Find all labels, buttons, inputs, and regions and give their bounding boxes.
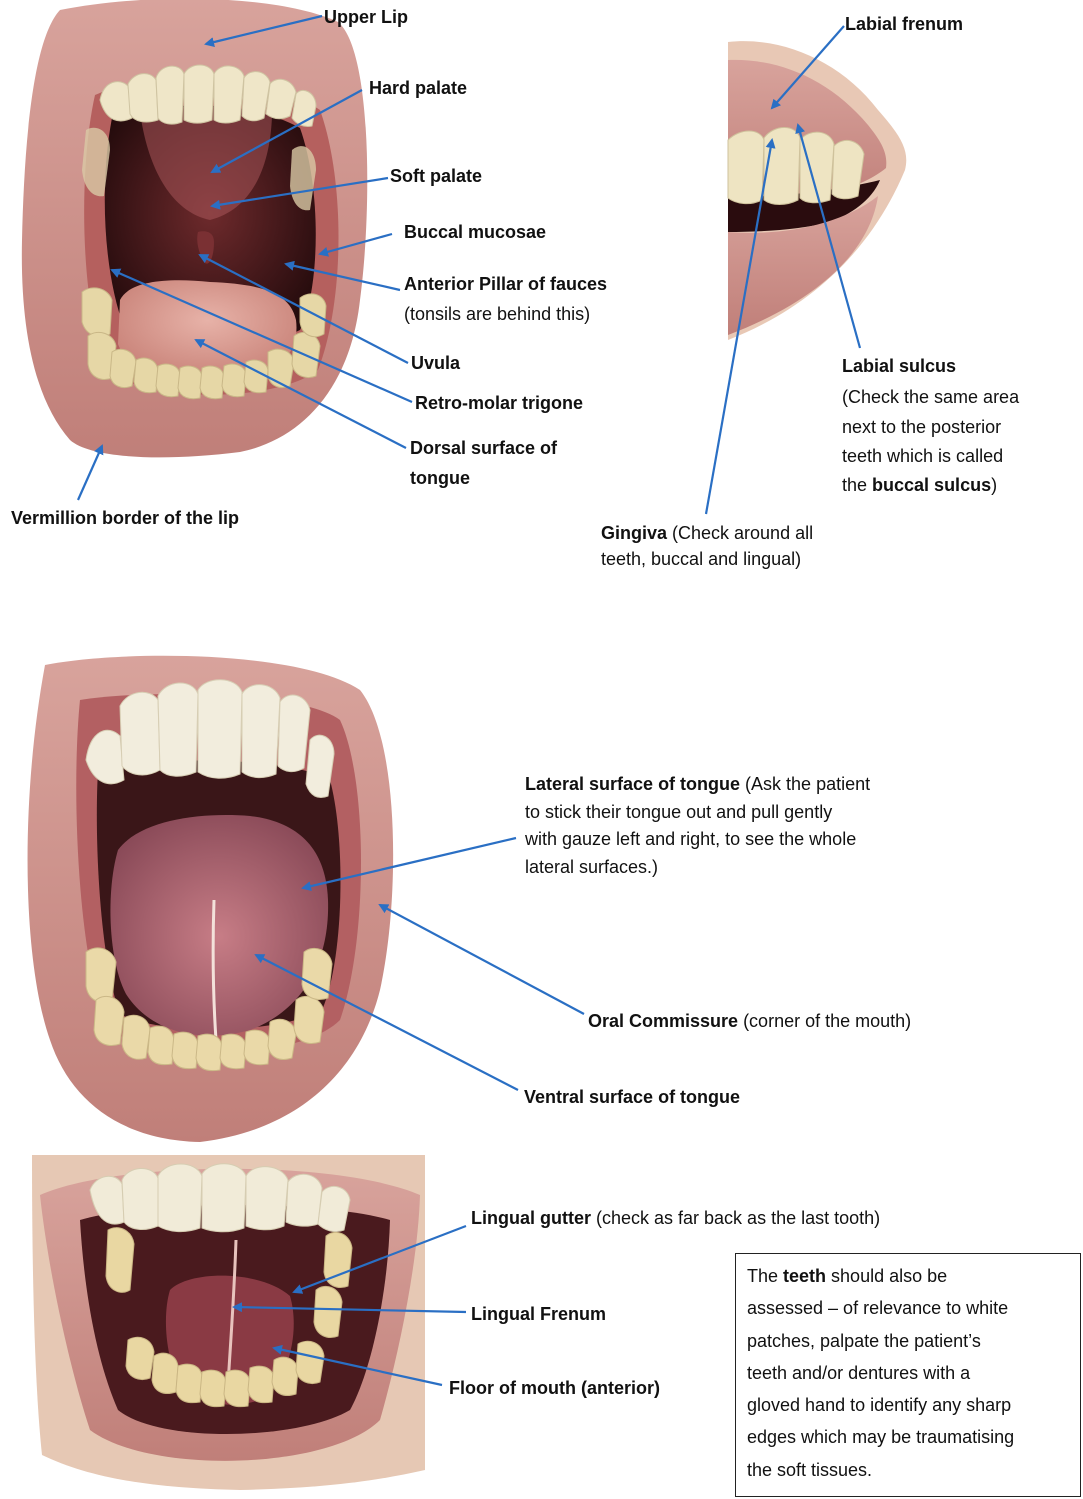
label-gingiva-note-2: teeth, buccal and lingual) bbox=[601, 545, 801, 574]
note-line-4: teeth and/or dentures with a bbox=[747, 1357, 1070, 1389]
note-line-3: patches, palpate the patient’s bbox=[747, 1325, 1070, 1357]
photo-palate bbox=[22, 0, 367, 457]
label-anterior-pillar-note: (tonsils are behind this) bbox=[404, 300, 590, 329]
note-line-5: gloved hand to identify any sharp bbox=[747, 1389, 1070, 1421]
label-lateral-note-2: to stick their tongue out and pull gentl… bbox=[525, 798, 832, 827]
label-lateral-surface: Lateral surface of tongue (Ask the patie… bbox=[525, 770, 870, 799]
label-labial-frenum: Labial frenum bbox=[845, 10, 963, 39]
label-floor-of-mouth: Floor of mouth (anterior) bbox=[449, 1374, 660, 1403]
label-upper-lip: Upper Lip bbox=[324, 3, 408, 32]
label-lateral-note-4: lateral surfaces.) bbox=[525, 853, 658, 882]
note-line-7: the soft tissues. bbox=[747, 1454, 1070, 1486]
label-ventral-surface: Ventral surface of tongue bbox=[524, 1083, 740, 1112]
label-labial-sulcus: Labial sulcus bbox=[842, 352, 956, 381]
label-anterior-pillar: Anterior Pillar of fauces bbox=[404, 270, 607, 299]
label-labial-sulcus-note-3: teeth which is called bbox=[842, 442, 1003, 471]
label-labial-sulcus-note-4: the buccal sulcus) bbox=[842, 471, 997, 500]
note-line-1: The teeth should also be bbox=[747, 1260, 1070, 1292]
label-gingiva: Gingiva (Check around all bbox=[601, 519, 813, 548]
label-soft-palate: Soft palate bbox=[390, 162, 482, 191]
label-dorsal-surface: Dorsal surface of bbox=[410, 434, 557, 463]
note-line-2: assessed – of relevance to white bbox=[747, 1292, 1070, 1324]
label-lingual-gutter: Lingual gutter (check as far back as the… bbox=[471, 1204, 880, 1233]
label-lateral-note-3: with gauze left and right, to see the wh… bbox=[525, 825, 856, 854]
label-buccal-mucosae: Buccal mucosae bbox=[404, 218, 546, 247]
teeth-note-box: The teeth should also be assessed – of r… bbox=[735, 1253, 1081, 1497]
label-retro-molar: Retro-molar trigone bbox=[415, 389, 583, 418]
label-labial-sulcus-note-2: next to the posterior bbox=[842, 413, 1001, 442]
label-dorsal-surface-2: tongue bbox=[410, 464, 470, 493]
label-lingual-frenum: Lingual Frenum bbox=[471, 1300, 606, 1329]
label-labial-sulcus-note-1: (Check the same area bbox=[842, 383, 1019, 412]
label-oral-commissure: Oral Commissure (corner of the mouth) bbox=[588, 1007, 911, 1036]
note-line-6: edges which may be traumatising bbox=[747, 1421, 1070, 1453]
label-hard-palate: Hard palate bbox=[369, 74, 467, 103]
label-vermillion-border: Vermillion border of the lip bbox=[11, 504, 239, 533]
photo-ventral-tongue bbox=[28, 656, 394, 1142]
label-uvula: Uvula bbox=[411, 349, 460, 378]
photo-floor-of-mouth bbox=[32, 1155, 425, 1490]
